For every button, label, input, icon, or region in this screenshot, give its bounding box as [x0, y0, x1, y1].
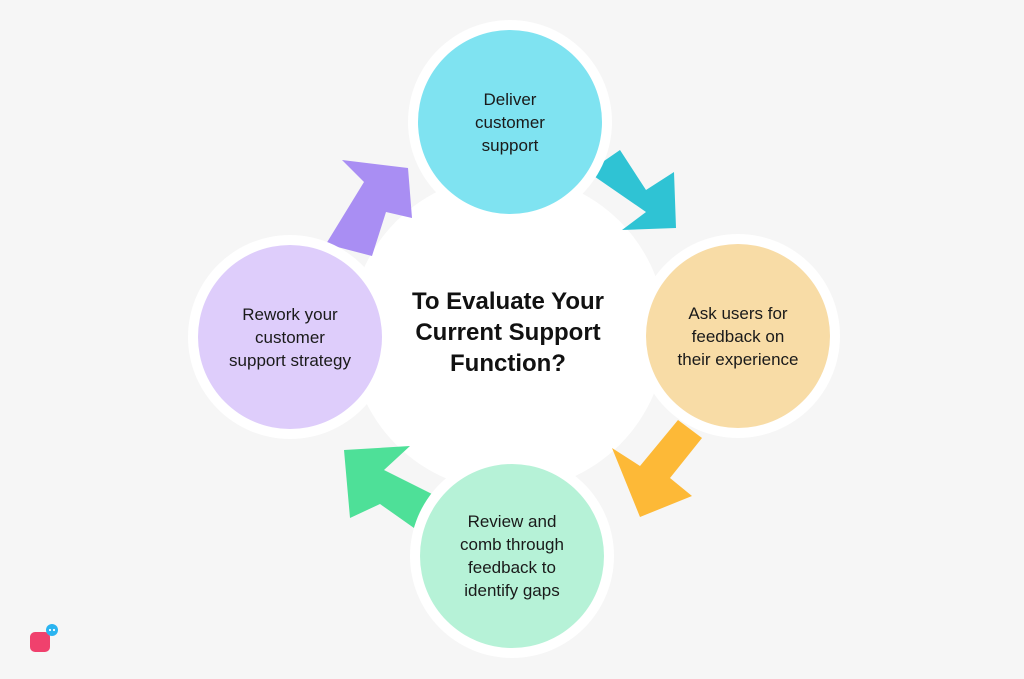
step-label-deliver: Deliver customer support [475, 89, 545, 155]
brand-logo [30, 624, 58, 652]
step-circle-review [420, 464, 604, 648]
step-circle-deliver [418, 30, 602, 214]
arrow-deliver-to-ask [588, 150, 676, 230]
center-title: To Evaluate Your Current Support Functio… [411, 287, 605, 377]
step-circle-rework [198, 245, 382, 429]
step-circle-ask [646, 244, 830, 428]
step-label-rework: Rework your customer support strategy [229, 304, 351, 370]
step-label-ask: Ask users for feedback on their experien… [677, 303, 799, 369]
chat-bubble-icon [46, 624, 58, 636]
arrow-ask-to-review [612, 420, 702, 517]
arrow-review-to-rework [344, 446, 434, 528]
step-label-review: Review and comb through feedback to iden… [460, 512, 564, 600]
arrow-rework-to-deliver [326, 160, 412, 256]
logo-square [30, 632, 50, 652]
center-circle [350, 175, 666, 491]
